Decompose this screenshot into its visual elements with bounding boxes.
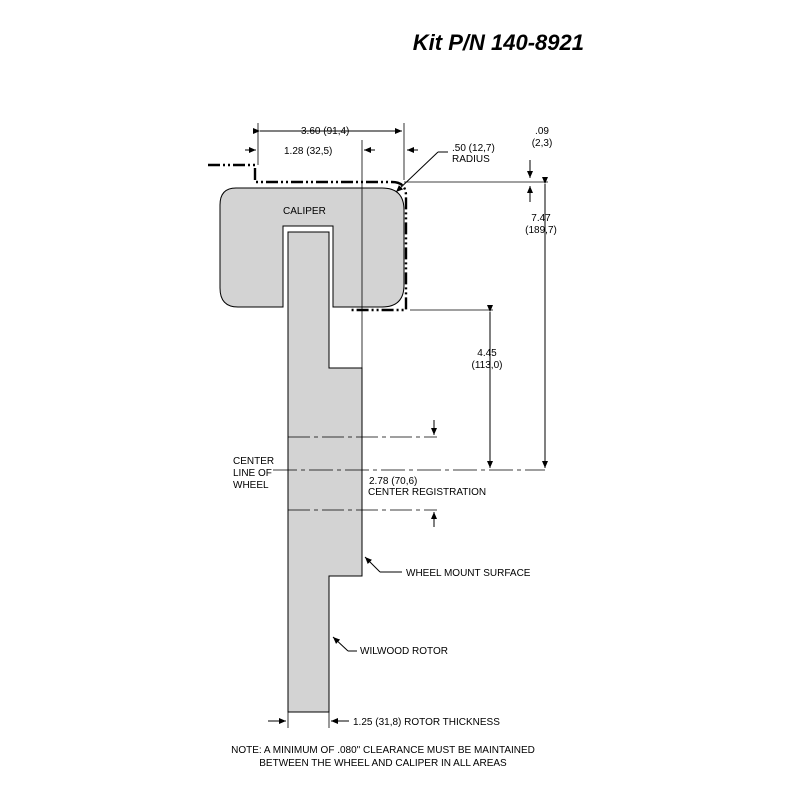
radius-value-text: .50 (12,7)	[452, 143, 495, 154]
dim-mount-height-mm-text: (113,0)	[472, 360, 503, 371]
clearance-mm-text: (2,3)	[532, 138, 553, 149]
kit-part-number-title: Kit P/N 140-8921	[413, 30, 584, 55]
dim-rotor-thickness-text: 1.25 (31,8) ROTOR THICKNESS	[353, 717, 500, 728]
caliper-body	[219, 187, 405, 308]
rotor-hub-profile	[287, 231, 363, 713]
centerline-label-3: WHEEL	[233, 480, 269, 491]
dim-registration-text: 2.78 (70,6)	[369, 476, 417, 487]
radius-word-text: RADIUS	[452, 154, 490, 165]
dim-registration-word: CENTER REGISTRATION	[368, 487, 486, 498]
wheel-mount-leader-diag	[364, 556, 381, 573]
dim-overall-width-text: 3.60 (91,4)	[301, 126, 349, 137]
centerline-label-1: CENTER	[233, 456, 274, 467]
dim-mount-height-in-text: 4.45	[477, 348, 497, 359]
dim-height-in-text: 7.47	[531, 213, 551, 224]
centerline-label-2: LINE OF	[233, 468, 272, 479]
radius-leader-diag	[395, 151, 439, 193]
dim-offset-text: 1.28 (32,5)	[284, 146, 332, 157]
rotor-label: WILWOOD ROTOR	[360, 646, 448, 657]
rotor-leader-diag	[332, 636, 349, 652]
wheel-mount-label: WHEEL MOUNT SURFACE	[406, 568, 531, 579]
wheel-envelope-line	[208, 163, 408, 312]
note-line-2: BETWEEN THE WHEEL AND CALIPER IN ALL ARE…	[259, 758, 507, 769]
caliper-label: CALIPER	[283, 206, 326, 217]
clearance-in-text: .09	[535, 126, 549, 137]
dim-height-mm-text: (189,7)	[525, 225, 557, 236]
note-line-1: NOTE: A MINIMUM OF .080" CLEARANCE MUST …	[231, 745, 535, 756]
